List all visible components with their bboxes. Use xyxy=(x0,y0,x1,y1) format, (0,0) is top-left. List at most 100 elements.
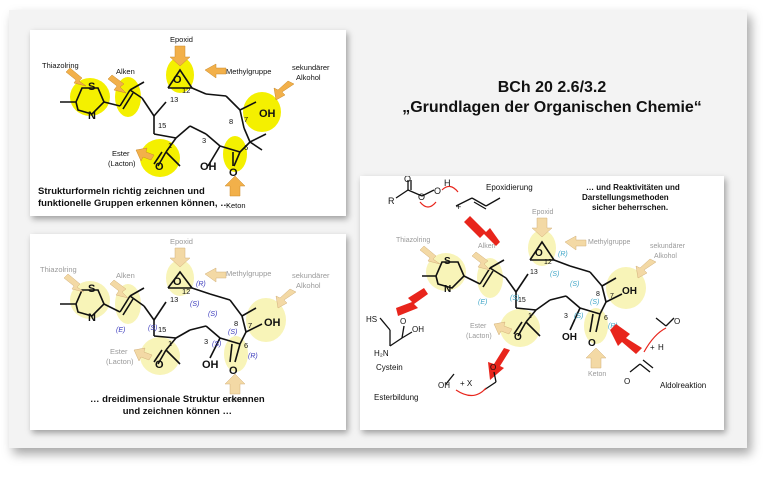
ester-oh: OH xyxy=(438,381,450,390)
label-aldolreaktion: Aldolreaktion xyxy=(660,381,706,390)
reagent-o-right: O xyxy=(434,186,441,196)
atom-oh-3: OH xyxy=(200,161,217,173)
reagent-h: H xyxy=(444,178,451,188)
locant-6-3: 6 xyxy=(604,315,608,322)
panel3-caption-line3: sicher beherrschen. xyxy=(592,203,668,212)
label-epoxidierung: Epoxidierung xyxy=(486,183,533,192)
stereo-s-15: (S) xyxy=(148,325,157,332)
locant-12-2: 12 xyxy=(182,287,190,296)
red-arrow-aldol xyxy=(610,324,642,354)
red-arrow-epoxidierung xyxy=(464,216,500,246)
atom-o-epoxid-3: O xyxy=(535,248,543,259)
aldol-plus-h: + xyxy=(650,343,655,352)
stereo-s-3: (S) xyxy=(212,341,221,348)
molecule-diagram-3: R O O O H + Epoxidierung … und Reaktivit… xyxy=(366,174,706,402)
highlight-epoxid xyxy=(166,57,194,93)
label-methylgruppe-2: Methylgruppe xyxy=(226,269,271,278)
atom-o-keton: O xyxy=(229,167,238,179)
highlight-keton xyxy=(223,136,247,172)
locant-1: 1 xyxy=(168,141,172,150)
locant-3: 3 xyxy=(202,136,206,145)
label-alkohol-2: Alkohol xyxy=(296,281,321,290)
label-lacton: (Lacton) xyxy=(108,159,136,168)
atom-oh-2: OH xyxy=(264,317,281,329)
locant-12: 12 xyxy=(182,86,190,95)
label-alkohol: Alkohol xyxy=(296,73,321,82)
stereo-r-12-3: (R) xyxy=(558,251,568,258)
atom-n-3: N xyxy=(444,284,451,295)
panel3-caption-line1: … und Reaktivitäten und xyxy=(586,183,680,192)
highlight-alkohol-2 xyxy=(246,298,286,342)
highlight-epoxid-3 xyxy=(528,230,556,266)
atom-oh-3-2: OH xyxy=(202,359,219,371)
atom-oh-3b: OH xyxy=(622,286,637,297)
locant-8-2: 8 xyxy=(234,319,238,328)
locant-12-3: 12 xyxy=(544,259,552,266)
label-cystein: Cystein xyxy=(376,363,403,372)
reagent-plus: + xyxy=(456,202,461,212)
cystein-h2n: H₂N xyxy=(374,349,389,358)
label-methylgruppe: Methylgruppe xyxy=(226,67,271,76)
locant-1-3: 1 xyxy=(528,313,532,320)
molecule-diagram-2: S N O OH O O OH 12 13 15 8 7 6 3 1 (R) (… xyxy=(40,237,330,404)
label-keton-2: Keton xyxy=(226,395,246,404)
stereo-s-13: (S) xyxy=(190,301,199,308)
atom-n-2: N xyxy=(88,312,96,324)
locant-13-3: 13 xyxy=(530,269,538,276)
highlight-alkohol xyxy=(243,92,281,132)
locant-1-2: 1 xyxy=(168,339,172,348)
locant-15: 15 xyxy=(158,121,166,130)
atom-oh: OH xyxy=(259,108,276,120)
locant-15-2: 15 xyxy=(158,325,166,334)
red-arrow-cystein xyxy=(396,288,428,316)
label-epoxid-3: Epoxid xyxy=(532,209,554,216)
highlight-ester xyxy=(140,139,180,177)
cystein-o: O xyxy=(400,317,406,326)
panel-3d-structure: S N O OH O O OH 12 13 15 8 7 6 3 1 (R) (… xyxy=(30,234,346,430)
label-keton-3: Keton xyxy=(588,371,606,378)
highlight-epoxid-2 xyxy=(166,260,194,296)
locant-3-2: 3 xyxy=(204,337,208,346)
label-sekundaerer-2: sekundärer xyxy=(292,271,330,280)
red-arrow-ester xyxy=(488,348,510,380)
label-ester-2: Ester xyxy=(110,347,128,356)
ester-o: O xyxy=(490,363,496,372)
panel1-caption: Strukturformeln richtig zeichnen und fun… xyxy=(38,186,230,210)
label-alken-2: Alken xyxy=(116,271,135,280)
locant-8-3: 8 xyxy=(596,291,600,298)
locant-7: 7 xyxy=(244,115,248,124)
locant-13: 13 xyxy=(170,95,178,104)
atom-s-3: S xyxy=(444,256,451,267)
atom-o-keton-3: O xyxy=(588,338,596,349)
cystein-oh: OH xyxy=(412,325,424,334)
label-lacton-3: (Lacton) xyxy=(466,333,492,340)
stereo-r-12: (R) xyxy=(196,281,206,288)
atom-n: N xyxy=(88,110,96,122)
label-thiazolring-3: Thiazolring xyxy=(396,237,430,244)
locant-7-2: 7 xyxy=(248,321,252,330)
atom-o-epoxid: O xyxy=(173,74,182,86)
label-alkohol-3: Alkohol xyxy=(654,253,677,260)
reagent-r: R xyxy=(388,196,395,206)
panel-structural-formulas: S N O OH O O OH 12 13 15 8 7 6 3 1 Thiaz… xyxy=(30,30,346,216)
panel2-caption-line2: und zeichnen können … xyxy=(122,406,232,417)
label-thiazolring: Thiazolring xyxy=(42,61,79,70)
label-lacton-2: (Lacton) xyxy=(106,357,134,366)
panel-reactivity: R O O O H + Epoxidierung … und Reaktivit… xyxy=(360,174,724,430)
stereo-r-6: (R) xyxy=(248,353,258,360)
locant-7-3: 7 xyxy=(610,293,614,300)
stereo-s-8-3: (S) xyxy=(570,281,579,288)
locant-3-3: 3 xyxy=(564,313,568,320)
stereo-s-3-3: (S) xyxy=(574,313,583,320)
reagent-o-mid: O xyxy=(418,192,425,202)
label-keton: Keton xyxy=(226,201,246,210)
panel1-caption-line2: funktionelle Gruppen erkennen können, … xyxy=(38,198,230,209)
label-methylgruppe-3: Methylgruppe xyxy=(588,239,631,246)
aldol-o-bottom: O xyxy=(624,377,630,386)
locant-15-3: 15 xyxy=(518,297,526,304)
stereo-s-15-3: (S) xyxy=(510,295,519,302)
stereo-s-7: (S) xyxy=(228,329,237,336)
stereo-r-6-3: (R) xyxy=(608,323,618,330)
atom-o-ester-3: O xyxy=(514,332,522,343)
highlight-keton-3 xyxy=(584,308,608,344)
